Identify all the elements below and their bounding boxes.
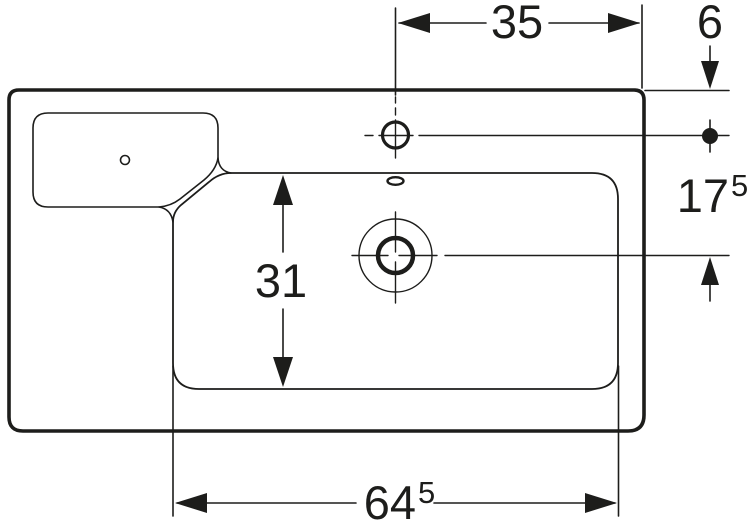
dimension-35: 35: [394, 0, 643, 96]
dimension-17-5: 17 5: [677, 119, 748, 302]
dimension-31: 31: [255, 175, 307, 387]
dim-31-label: 31: [255, 254, 307, 307]
overflow-hole: [386, 175, 405, 186]
dim-64-5-arrow-right: [585, 493, 617, 513]
dim-35-arrow-left: [398, 13, 430, 33]
dim-6-arrow-down: [701, 61, 719, 89]
basin-outline: [172, 172, 619, 390]
shelf-basin-joint-left: [158, 206, 174, 223]
dimension-64-5: 64 5: [172, 365, 620, 528]
dim-35-label: 35: [491, 0, 543, 48]
shelf-outline: [32, 112, 219, 208]
dim-64-5-label-superscript: 5: [418, 475, 435, 510]
dim-31-arrow-up: [273, 175, 293, 205]
dim-17-5-dot-terminator: [702, 128, 718, 144]
sink-outer-rim: [7, 88, 646, 433]
shelf-hole: [119, 154, 131, 166]
dim-17-5-label: 17: [677, 169, 729, 222]
dim-17-5-arrow-up: [701, 257, 719, 285]
dim-17-5-label-superscript: 5: [731, 168, 748, 203]
faucet-hole-group: [364, 96, 730, 159]
dim-64-5-arrow-left: [175, 493, 207, 513]
dim-35-arrow-right: [608, 13, 640, 33]
dim-31-arrow-down: [273, 357, 293, 387]
drain-group: [351, 211, 730, 304]
dim-64-5-label: 64: [364, 476, 416, 528]
dimension-6: 6: [644, 0, 730, 92]
dim-6-label: 6: [697, 0, 723, 48]
shelf-basin-joint-top: [217, 157, 232, 174]
